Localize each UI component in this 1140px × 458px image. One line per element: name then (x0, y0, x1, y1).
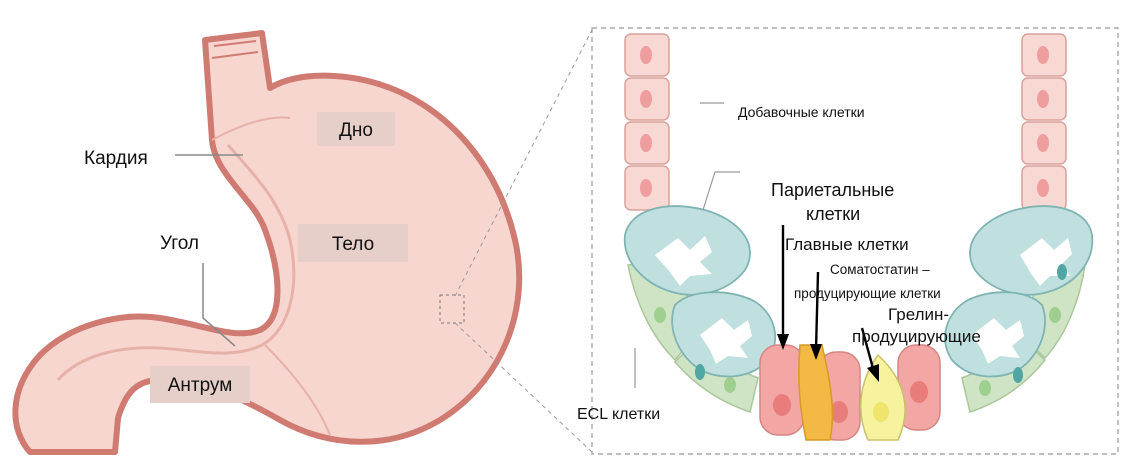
neck-cells-right (1022, 34, 1066, 210)
angle-label: Угол (160, 233, 199, 254)
stomach-illustration: Дно Тело Антрум Кардия Угол (15, 33, 519, 452)
chief-cells-label: Главные клетки (785, 235, 909, 254)
cardia-label: Кардия (84, 148, 148, 169)
fundus-label: Дно (339, 120, 373, 141)
somatostatin-label-line2: продуцирующие клетки (794, 286, 941, 301)
gastric-gland-illustration: Добавочные клетки Париетальные клетки Гл… (577, 28, 1118, 454)
chief-cells (760, 345, 940, 440)
ecl-cells-label: ECL клетки (577, 406, 660, 423)
ghrelin-label-line1: Грелин- (888, 305, 949, 324)
neck-cells-left (625, 34, 669, 210)
parietal-cells-label-line1: Париетальные (771, 180, 894, 200)
stomach-outline (15, 33, 519, 452)
body-label: Тело (332, 234, 374, 255)
parietal-pointer (703, 172, 740, 210)
somatostatin-label-line1: Соматостатин – (830, 262, 930, 277)
parietal-cells-label-line2: клетки (806, 204, 860, 224)
antrum-label: Антрум (168, 375, 233, 396)
accessory-cells-label: Добавочные клетки (738, 104, 865, 120)
ghrelin-label-line2: продуцирующие (852, 327, 981, 346)
